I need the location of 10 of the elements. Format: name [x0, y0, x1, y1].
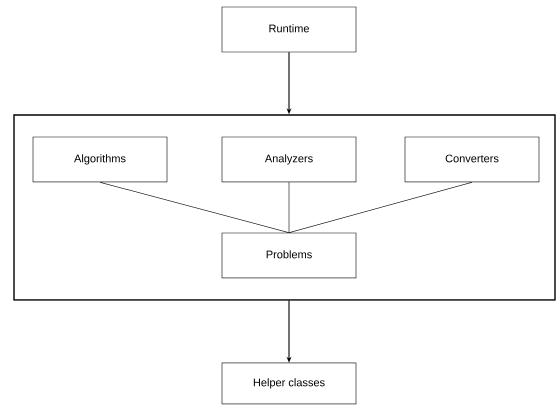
component-box: Runtime — [222, 6, 356, 52]
component-box: Algorithms — [32, 136, 168, 182]
connector-line — [100, 182, 290, 233]
connector-line — [288, 182, 472, 233]
component-box: Problems — [222, 232, 356, 278]
container-box — [13, 114, 556, 301]
connector-line — [288, 182, 290, 233]
component-box: Analyzers — [222, 136, 356, 182]
component-box: Helper classes — [222, 362, 356, 404]
component-box: Converters — [404, 136, 540, 182]
